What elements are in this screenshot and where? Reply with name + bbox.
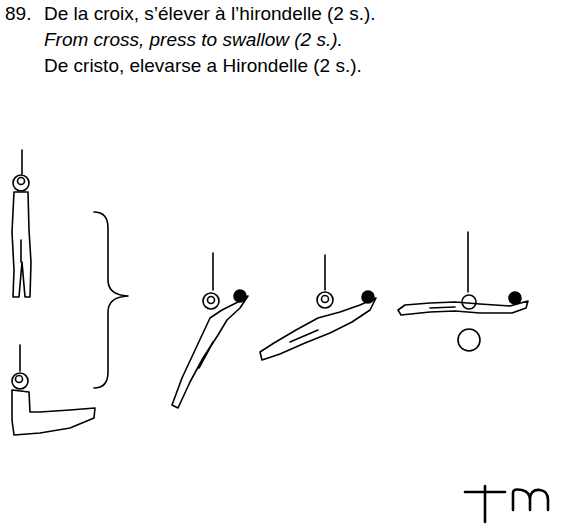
gymnast-figure: [398, 232, 528, 351]
bracket: [94, 212, 128, 388]
gymnast-figure: [260, 255, 376, 360]
gymnast-figure: [172, 253, 248, 408]
signature-symbol: [465, 486, 548, 522]
gymnast-figure: [12, 150, 31, 297]
gymnast-figure: [12, 345, 95, 435]
description-es: De cristo, elevarse a Hirondelle (2 s.).: [44, 55, 362, 77]
description-fr: De la croix, s’élever à l’hirondelle (2 …: [44, 3, 376, 25]
item-number: 89.: [5, 3, 31, 25]
description-en: From cross, press to swallow (2 s.).: [44, 29, 343, 51]
